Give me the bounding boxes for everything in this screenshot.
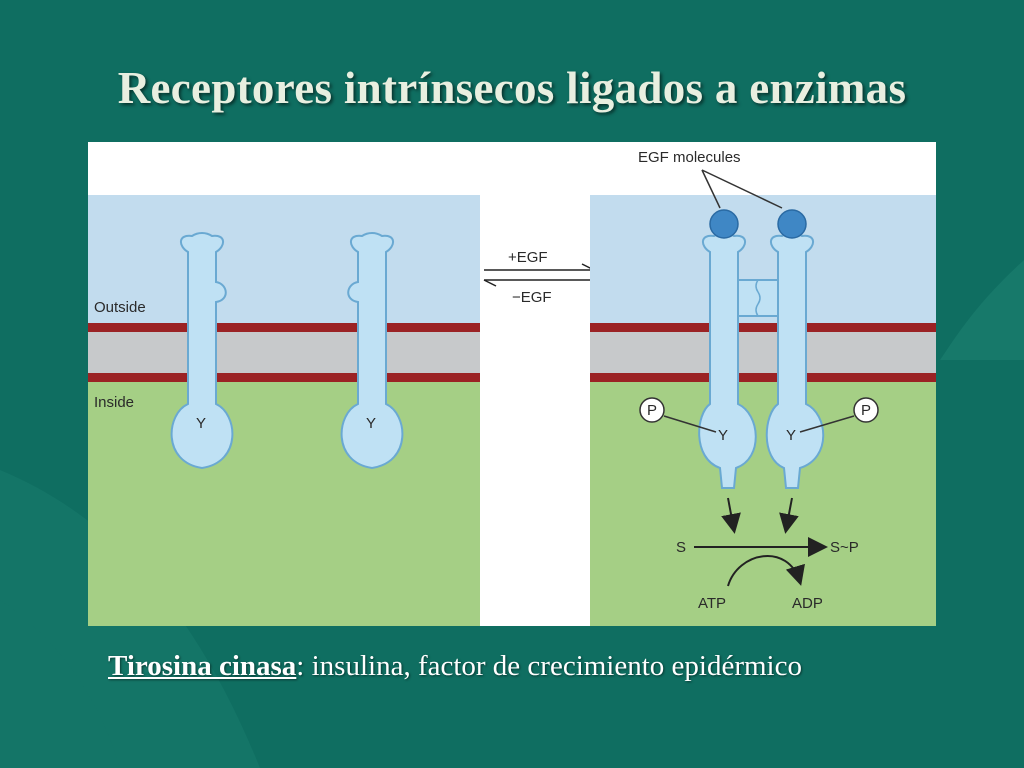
adp-label: ADP xyxy=(792,595,823,612)
left-panel-unbound: Outside Inside Y Y xyxy=(88,195,480,626)
membrane-bottom-red-right xyxy=(590,373,936,382)
substrate-label: S xyxy=(676,539,686,556)
svg-text:Y: Y xyxy=(196,415,206,432)
egf-receptor-figure: Outside Inside Y Y +EGF −EGF xyxy=(88,142,936,626)
egf-molecules-label: EGF molecules xyxy=(638,149,741,166)
phosphate-left: P xyxy=(639,397,717,433)
egf-receptor-diagram: Outside Inside Y Y +EGF −EGF xyxy=(88,149,936,626)
plus-egf-label: +EGF xyxy=(508,249,548,266)
caption-separator: : xyxy=(296,650,305,682)
inside-label: Inside xyxy=(94,394,134,411)
outside-label: Outside xyxy=(94,299,146,316)
outside-region-left xyxy=(88,195,480,325)
membrane-gray-right xyxy=(590,332,936,373)
receptor-dimer-a: Y xyxy=(698,232,757,489)
egf-molecule-2 xyxy=(777,209,807,239)
svg-text:P: P xyxy=(647,402,657,419)
membrane-top-red-right xyxy=(590,323,936,332)
atp-label: ATP xyxy=(698,595,726,612)
equilibrium-arrows: +EGF −EGF xyxy=(483,249,595,306)
inside-region-left xyxy=(88,382,480,626)
svg-text:Y: Y xyxy=(366,415,376,432)
phosphate-right: P xyxy=(799,397,879,433)
membrane-bottom-red-left xyxy=(88,373,480,382)
svg-text:Y: Y xyxy=(786,427,796,444)
membrane-top-red-left xyxy=(88,323,480,332)
dimer-bridge xyxy=(737,279,779,317)
slide-title: Receptores intrínsecos ligados a enzimas xyxy=(117,63,907,113)
product-label: S~P xyxy=(830,539,859,556)
slide-caption: Tirosina cinasa: insulina, factor de cre… xyxy=(108,650,802,683)
caption-rest: insulina, factor de crecimiento epidérmi… xyxy=(304,650,802,682)
receptor-unbound-1: Y xyxy=(170,232,234,470)
caption-term: Tirosina cinasa xyxy=(108,650,297,682)
receptor-unbound-2: Y xyxy=(340,232,404,470)
minus-egf-label: −EGF xyxy=(512,289,552,306)
receptor-dimer-b: Y xyxy=(765,232,825,489)
membrane-gray-left xyxy=(88,332,480,373)
svg-text:P: P xyxy=(861,402,871,419)
inside-region-right xyxy=(590,382,936,626)
svg-text:Y: Y xyxy=(718,427,728,444)
right-panel-bound: EGF molecules Y Y xyxy=(590,149,936,626)
egf-molecule-1 xyxy=(709,209,739,239)
